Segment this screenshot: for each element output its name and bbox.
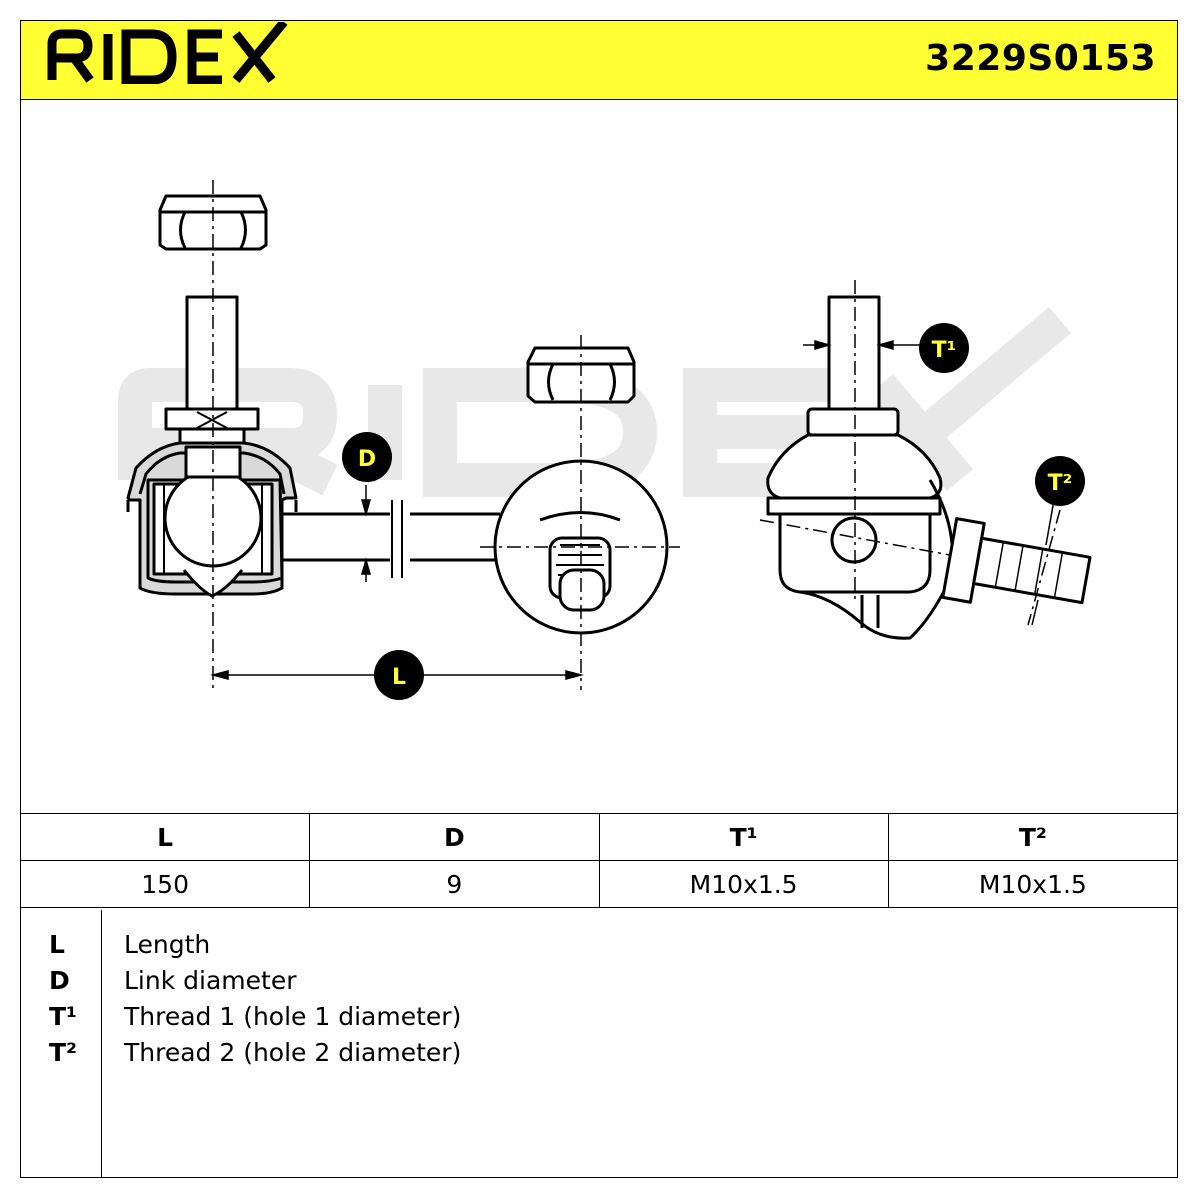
legend-divider — [101, 910, 102, 1177]
spec-header-l: L — [19, 813, 311, 861]
legend-symbol: T² — [49, 1038, 78, 1067]
callout-t1: T¹ — [919, 323, 969, 373]
callout-t1-label: T¹ — [932, 338, 957, 363]
left-stud — [185, 295, 239, 411]
legend-symbol: T¹ — [49, 1002, 78, 1031]
ridex-logo — [47, 22, 288, 84]
legend-text: Link diameter — [124, 966, 297, 995]
legend-symbol: L — [49, 930, 65, 959]
spec-header-t2: T² — [887, 813, 1179, 861]
spec-value-l: 150 — [19, 860, 311, 908]
right-ball-joint-side-view — [766, 295, 1092, 640]
part-number: 3229S0153 — [925, 38, 1156, 79]
specs-value-row: 150 9 M10x1.5 M10x1.5 — [19, 860, 1179, 908]
legend-text: Length — [124, 930, 211, 959]
callout-d: D — [342, 432, 392, 482]
legend: L Length D Link diameter T¹ Thread 1 (ho… — [20, 910, 1178, 1178]
legend-text: Thread 2 (hole 2 diameter) — [124, 1038, 462, 1067]
specs-table: L D T¹ T² 150 9 M10x1.5 M10x1.5 — [19, 813, 1179, 908]
legend-text: Thread 1 (hole 1 diameter) — [124, 1002, 462, 1031]
link-rod — [282, 500, 500, 578]
callout-l: L — [374, 650, 424, 700]
callout-t2: T² — [1035, 456, 1085, 506]
specs-header-row: L D T¹ T² — [19, 813, 1179, 861]
spec-header-t1: T¹ — [598, 813, 889, 861]
legend-symbol: D — [49, 966, 70, 995]
spec-value-d: 9 — [309, 860, 600, 908]
spec-value-t2: M10x1.5 — [887, 860, 1179, 908]
left-ball-joint-housing — [126, 441, 298, 598]
spec-value-t1: M10x1.5 — [598, 860, 889, 908]
technical-drawing: D L T¹ T² — [118, 180, 1092, 700]
callout-d-label: D — [358, 447, 376, 472]
callout-l-label: L — [392, 665, 406, 690]
spec-header-d: D — [309, 813, 600, 861]
callout-t2-label: T² — [1048, 471, 1073, 496]
left-nut — [158, 194, 268, 251]
